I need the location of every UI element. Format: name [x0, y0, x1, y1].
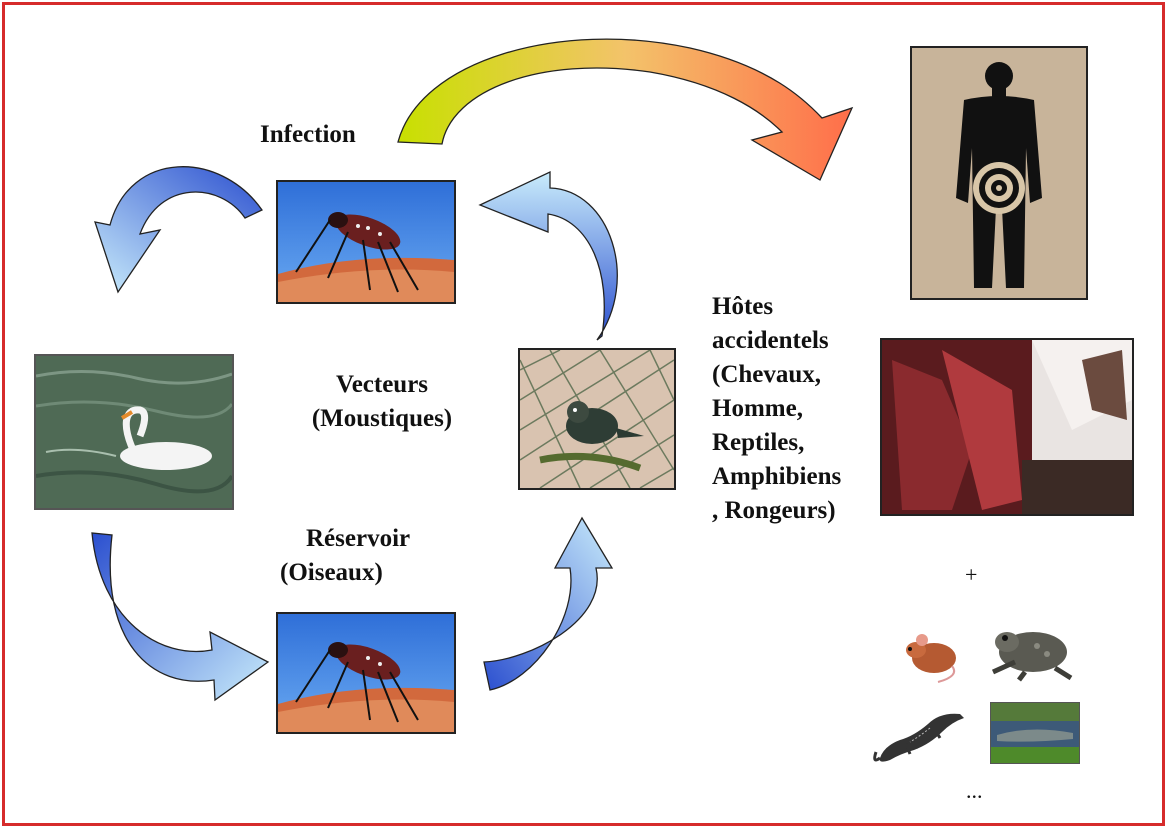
hosts-line4: Homme, — [712, 392, 841, 426]
sparrow-photo — [520, 350, 674, 488]
reservoir-label-line2: (Oiseaux) — [280, 556, 410, 590]
target-silhouette-photo — [912, 48, 1086, 298]
ellipsis: ... — [966, 778, 983, 804]
mosquito-photo-bottom — [276, 612, 456, 734]
mosquito-photo — [278, 614, 454, 732]
hosts-line2: accidentels — [712, 324, 841, 358]
infection-arrow — [398, 39, 852, 180]
cycle-arrow-to-sparrow — [484, 518, 612, 690]
swan-photo — [34, 354, 234, 510]
hosts-line7: , Rongeurs) — [712, 494, 841, 528]
crocodile-photo — [991, 703, 1079, 763]
reservoir-label-line1: Réservoir — [280, 522, 410, 556]
cycle-arrow-to-mosquito-bottom — [92, 533, 268, 700]
toad-photo — [985, 618, 1075, 682]
horse-photo — [882, 340, 1132, 514]
lizard-photo — [870, 702, 970, 768]
vectors-label-line1: Vecteurs — [292, 368, 472, 402]
hosts-line1: Hôtes — [712, 290, 841, 324]
horse-photo — [880, 338, 1134, 516]
infection-label: Infection — [260, 118, 356, 152]
lizard-image — [870, 702, 970, 768]
mosquito-photo-top — [276, 180, 456, 304]
cycle-arrow-to-swan — [95, 167, 262, 292]
accidental-hosts-label: Hôtes accidentels (Chevaux, Homme, Repti… — [712, 290, 841, 528]
mosquito-photo — [278, 182, 454, 302]
swan-photo — [36, 356, 232, 508]
toad-image — [985, 618, 1075, 682]
vectors-label-line2: (Moustiques) — [292, 402, 472, 436]
mouse-image — [898, 624, 964, 686]
hosts-line6: Amphibiens — [712, 460, 841, 494]
cycle-arrow-to-mosquito-top — [480, 172, 617, 340]
plus-sign: + — [965, 562, 977, 588]
target-photo — [910, 46, 1088, 300]
crocodile-image — [990, 702, 1080, 764]
reservoir-label: Réservoir (Oiseaux) — [280, 522, 410, 590]
mouse-photo — [898, 624, 964, 686]
vectors-label: Vecteurs (Moustiques) — [292, 368, 472, 436]
hosts-line5: Reptiles, — [712, 426, 841, 460]
hosts-line3: (Chevaux, — [712, 358, 841, 392]
sparrow-photo — [518, 348, 676, 490]
